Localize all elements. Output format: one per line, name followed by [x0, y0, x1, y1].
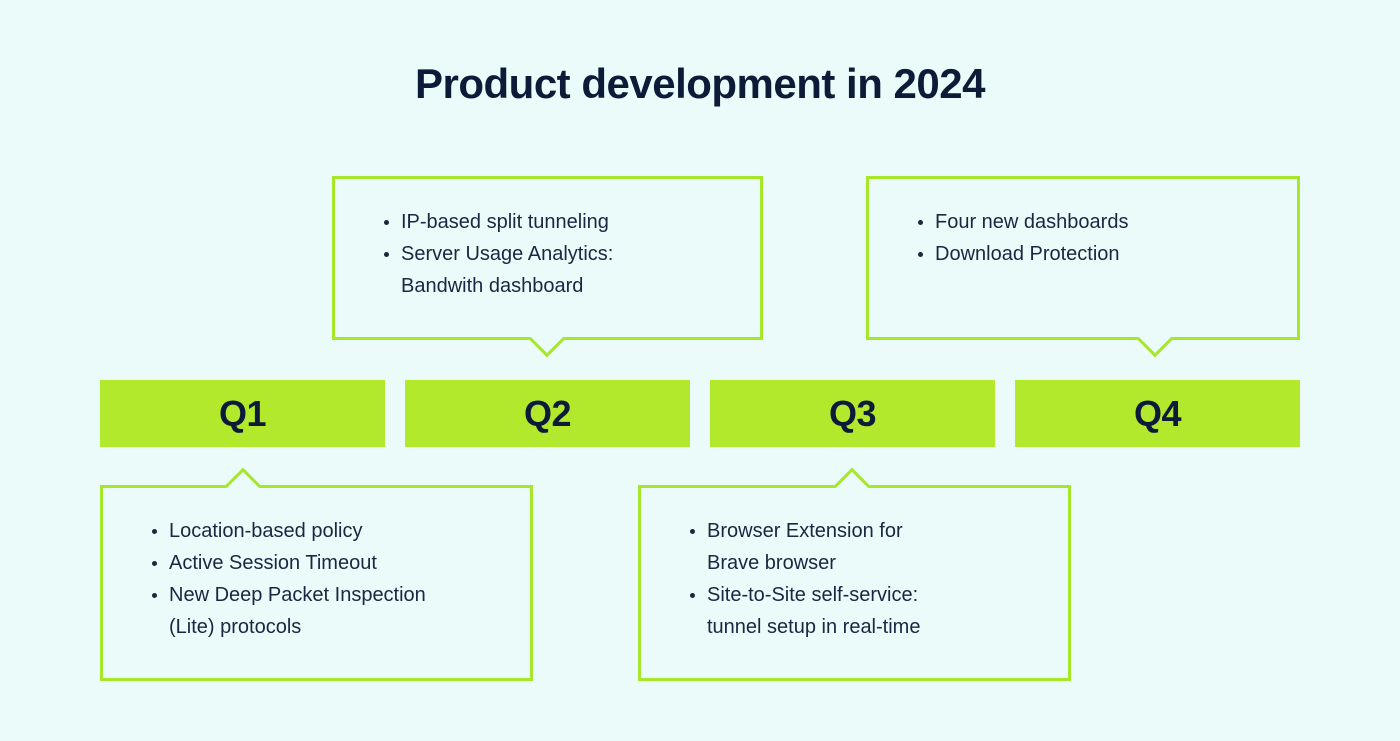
- callout-bullet-item: Browser Extension for Brave browser: [707, 515, 1044, 579]
- callout-q2: IP-based split tunnelingServer Usage Ana…: [332, 176, 763, 358]
- page-title: Product development in 2024: [415, 60, 986, 107]
- callout-q2-list: IP-based split tunnelingServer Usage Ana…: [335, 179, 760, 302]
- callout-q1: Location-based policyActive Session Time…: [100, 467, 533, 681]
- callout-bullet-item: Four new dashboards: [935, 206, 1273, 238]
- callout-q4: Four new dashboardsDownload Protection: [866, 176, 1300, 358]
- callout-bullet-item: Download Protection: [935, 238, 1273, 270]
- callout-q3-list: Browser Extension for Brave browserSite-…: [641, 488, 1068, 643]
- callout-q4-list: Four new dashboardsDownload Protection: [869, 179, 1297, 270]
- quarter-label-q2: Q2: [523, 392, 572, 434]
- callout-q4-pointer-down-icon: [1136, 320, 1174, 358]
- callout-q1-list: Location-based policyActive Session Time…: [103, 488, 530, 643]
- callout-q3: Browser Extension for Brave browserSite-…: [638, 467, 1071, 681]
- quarter-bar-q2: Q2: [405, 380, 690, 447]
- quarter-label-q4: Q4: [1133, 392, 1182, 434]
- callout-q2-pointer-down-icon: [528, 320, 566, 358]
- quarter-bar-q3: Q3: [710, 380, 995, 447]
- callout-bullet-item: Active Session Timeout: [169, 547, 506, 579]
- callout-bullet-item: New Deep Packet Inspection (Lite) protoc…: [169, 579, 506, 643]
- quarter-bar-q4: Q4: [1015, 380, 1300, 447]
- quarter-label-q1: Q1: [218, 392, 267, 434]
- quarter-label-q3: Q3: [828, 392, 877, 434]
- callout-bullet-item: Site-to-Site self-service: tunnel setup …: [707, 579, 1044, 643]
- callout-bullet-item: IP-based split tunneling: [401, 206, 736, 238]
- quarter-bar-q1: Q1: [100, 380, 385, 447]
- callout-bullet-item: Location-based policy: [169, 515, 506, 547]
- callout-bullet-item: Server Usage Analytics: Bandwith dashboa…: [401, 238, 736, 302]
